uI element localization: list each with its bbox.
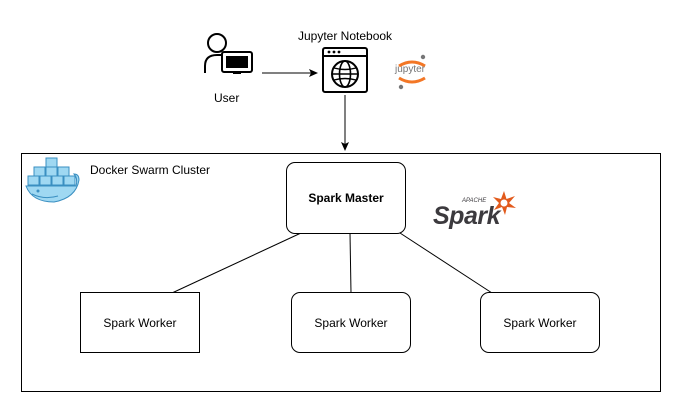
user-computer-icon [204, 33, 253, 74]
spark-worker-3-node[interactable]: Spark Worker [480, 292, 600, 353]
globe-window-icon[interactable] [322, 47, 368, 93]
jupyter-logo-icon [398, 54, 426, 90]
user-label: User [214, 91, 240, 105]
spark-master-node[interactable]: Spark Master [286, 162, 406, 234]
spark-logo-name: Spark [433, 202, 500, 230]
master-to-worker-1-line [171, 232, 302, 294]
spark-worker-1-node[interactable]: Spark Worker [80, 292, 200, 353]
docker-logo-icon [25, 157, 80, 203]
notebook-label: Jupyter Notebook [298, 29, 393, 43]
cluster-label: Docker Swarm Cluster [90, 163, 211, 177]
master-to-worker-2-line [349, 232, 352, 294]
spark-worker-2-node[interactable]: Spark Worker [291, 292, 411, 353]
spark-logo-apache: APACHE [462, 198, 487, 204]
master-to-worker-3-line [399, 232, 493, 294]
docker-swarm-cluster [21, 153, 661, 392]
spark-logo-icon [493, 191, 516, 215]
jupyter-logo-text: jupyter [395, 64, 426, 75]
